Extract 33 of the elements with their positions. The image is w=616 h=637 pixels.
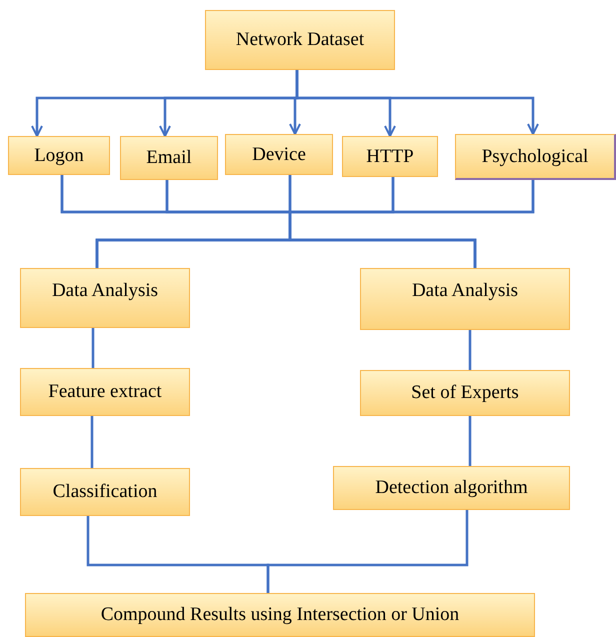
box-label: Email: [146, 146, 192, 170]
process-box: [20, 468, 190, 516]
box-label: Feature extract: [48, 380, 162, 404]
connector: [92, 328, 94, 368]
process-box: [333, 466, 570, 510]
box-label: Detection algorithm: [375, 476, 528, 500]
connector: [296, 70, 539, 135]
process-box: [360, 370, 570, 416]
box-label: Set of Experts: [411, 381, 519, 405]
connector: [266, 510, 468, 593]
process-box: [360, 268, 570, 330]
box-label: Data Analysis: [52, 279, 158, 303]
box-label: Classification: [52, 480, 158, 504]
process-box: [25, 593, 535, 637]
box-label: Network Dataset: [236, 28, 364, 52]
process-box: [205, 10, 395, 70]
box-label: Psychological: [482, 144, 588, 168]
process-box: [455, 134, 616, 180]
process-box: [342, 136, 438, 177]
process-box: [20, 368, 190, 416]
process-box: [120, 136, 218, 180]
connector: [468, 330, 472, 370]
box-label: HTTP: [366, 144, 414, 168]
box-label: Logon: [34, 144, 84, 168]
process-box: [20, 268, 190, 328]
box-label: Compound Results using Intersection or Union: [100, 603, 460, 627]
process-box: [8, 136, 110, 175]
connector: [288, 180, 534, 268]
box-label: Data Analysis: [412, 279, 518, 303]
box-label: Device: [252, 142, 306, 166]
process-box: [225, 134, 333, 175]
connector: [90, 416, 94, 468]
connector: [468, 416, 472, 466]
